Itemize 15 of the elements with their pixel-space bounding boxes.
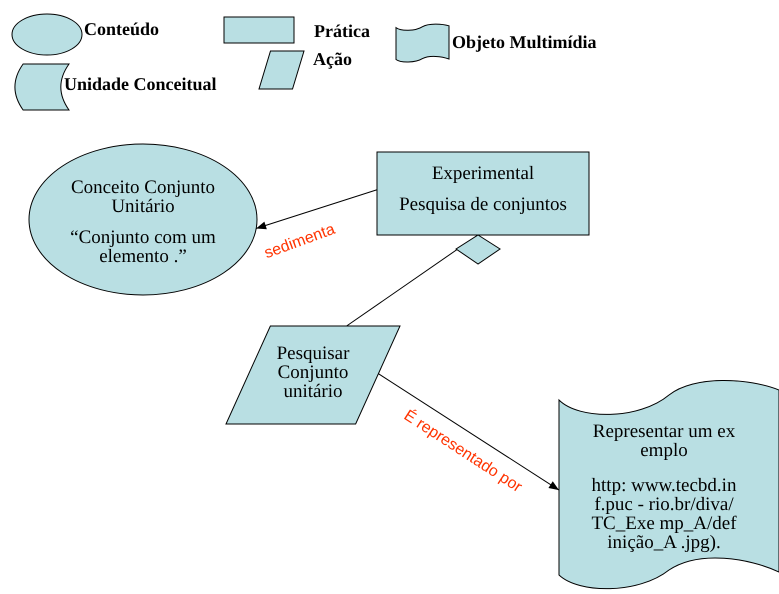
node-body-text: “Conjunto com um elemento .”	[69, 228, 217, 266]
arrow	[256, 189, 378, 230]
legend-text: Objeto Multimídia	[452, 32, 596, 53]
aggregation-connector	[346, 234, 501, 326]
legend-text: Ação	[313, 49, 352, 70]
node-body-text: http: www.tecbd.inf.puc - rio.br/diva/TC_Exe mp_A/definição_A .jpg).	[590, 476, 738, 552]
legend-text: Prática	[314, 21, 370, 42]
arrow	[378, 373, 560, 491]
node-title-text: Experimental	[430, 164, 536, 183]
node-title-text: Conceito Conjunto Unitário	[70, 178, 216, 216]
legend-text: Conteúdo	[84, 19, 160, 40]
node-body-text: Pesquisa de conjuntos	[398, 195, 568, 214]
node-title-text: Pesquisar Conjunto unitário	[276, 344, 350, 401]
node-title-text: Representar um exemplo	[592, 422, 736, 460]
legend-text: Unidade Conceitual	[64, 74, 217, 95]
